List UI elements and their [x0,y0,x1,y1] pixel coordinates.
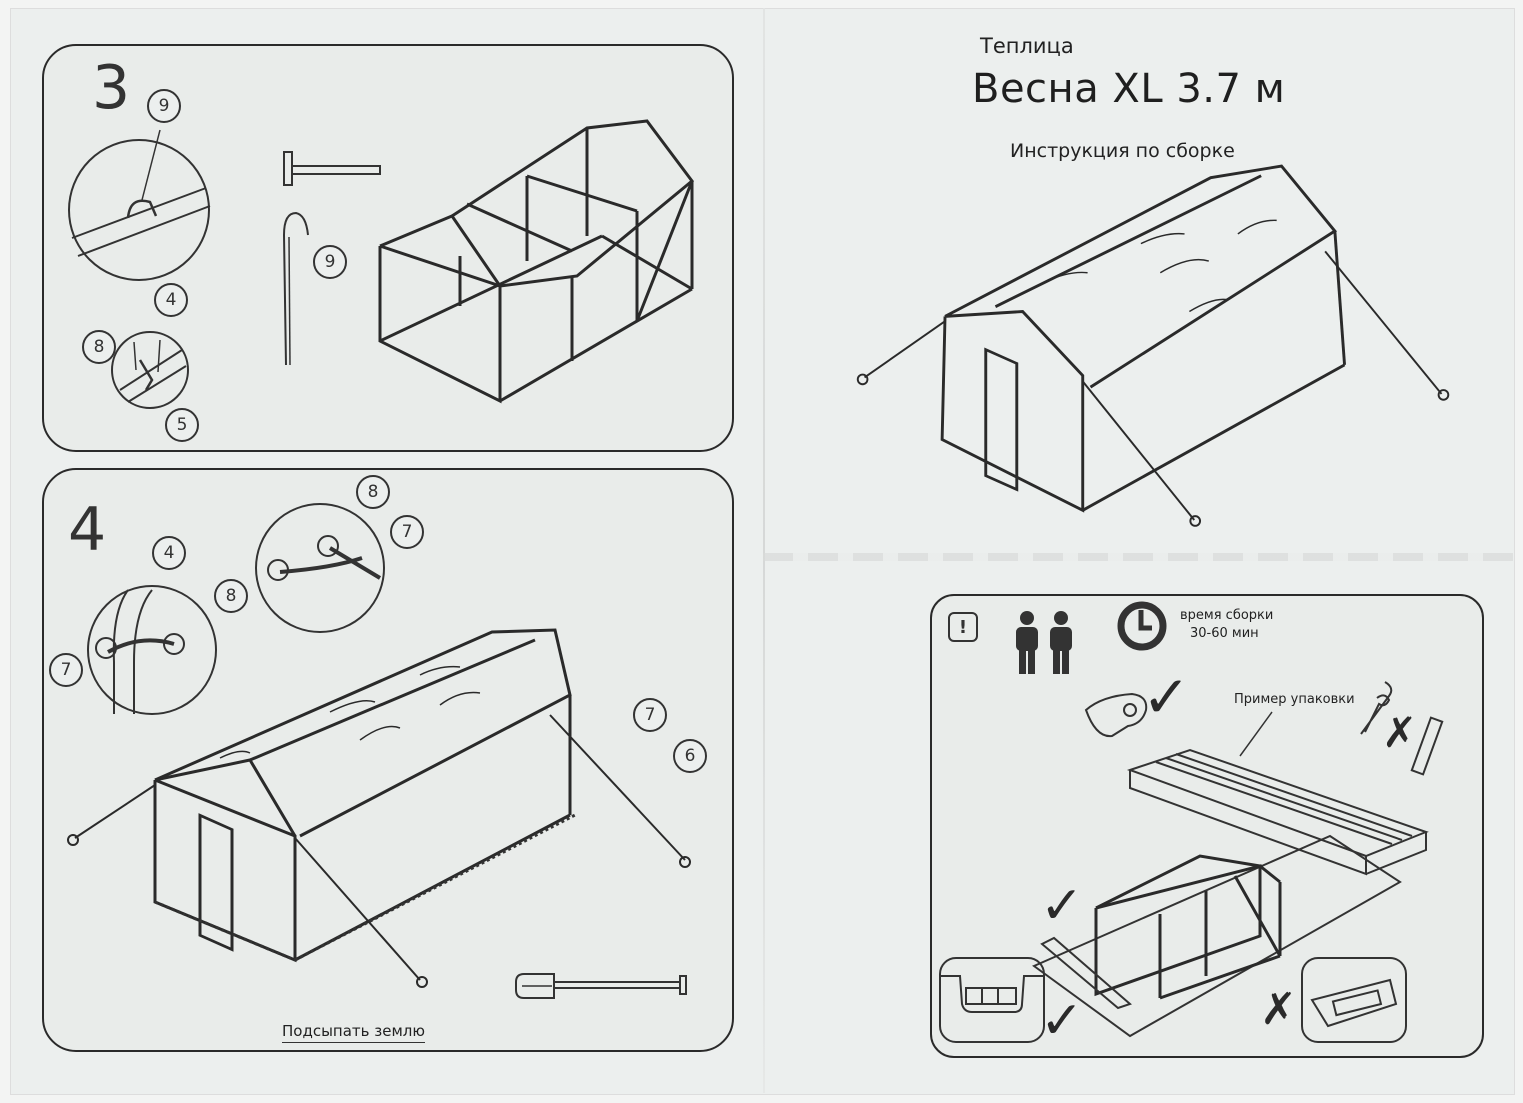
callout-9-peg: 9 [313,245,347,279]
callout-8: 8 [214,579,248,613]
packaging-label: Пример упаковки [1234,692,1355,707]
guy-rope-detail-icon [255,503,385,633]
callout-7: 7 [49,653,83,687]
greenhouse-cover-illustration [856,164,1450,527]
clock-icon [1117,601,1167,651]
callout-7: 7 [390,515,424,549]
warning-glyph: ! [958,616,968,638]
frame-on-ground-icon [1032,834,1402,1038]
callout-7: 7 [633,698,667,732]
forbidden-cross-icon: ✗ [1382,708,1418,757]
callout-4: 4 [152,536,186,570]
product-name: Весна XL 3.7 м [972,66,1286,112]
callout-4: 4 [154,283,188,317]
step-3-number: 3 [92,53,131,123]
callout-8: 8 [82,330,116,364]
hand-icon [1084,692,1148,738]
callout-6: 6 [673,739,707,773]
allowed-check-icon: ✓ [1142,663,1191,731]
rope-tie-detail-icon [87,585,217,715]
scissors-icon [1360,681,1393,735]
level-wrong-detail-icon [1301,957,1407,1043]
forbidden-cross-icon-2: ✗ [1260,984,1297,1035]
peg-detail-icon [68,129,211,281]
callout-9: 9 [147,89,181,123]
package-box-icon [1126,748,1429,876]
allowed-check-icon-3: ✓ [1040,991,1084,1051]
soil-instruction-label: Подсыпать землю [282,1022,425,1043]
assembly-time-value: 30-60 мин [1190,626,1259,641]
allowed-check-icon-2: ✓ [1040,876,1084,936]
greenhouse-frame-icon [378,119,695,404]
shovel-icon [515,973,687,999]
product-type: Теплица [980,34,1074,58]
fold-line-vertical [763,8,765,1093]
warning-icon: ! [948,612,978,642]
packaging-pointer-line [1239,711,1273,757]
callout-8: 8 [356,475,390,509]
ground-peg-icon [282,211,309,366]
two-people-icon [1016,611,1072,674]
assembly-time-label: время сборки [1180,608,1274,623]
instruction-subtitle: Инструкция по сборке [1010,140,1235,162]
clip-detail-icon [111,331,189,409]
greenhouse-covered-icon [67,628,691,988]
hammer-icon [283,151,381,186]
box-cutter-icon [1410,716,1444,776]
callout-5: 5 [165,408,199,442]
fold-line-horizontal [763,553,1513,561]
step-4-number: 4 [68,495,107,565]
level-correct-detail-icon [939,957,1045,1043]
